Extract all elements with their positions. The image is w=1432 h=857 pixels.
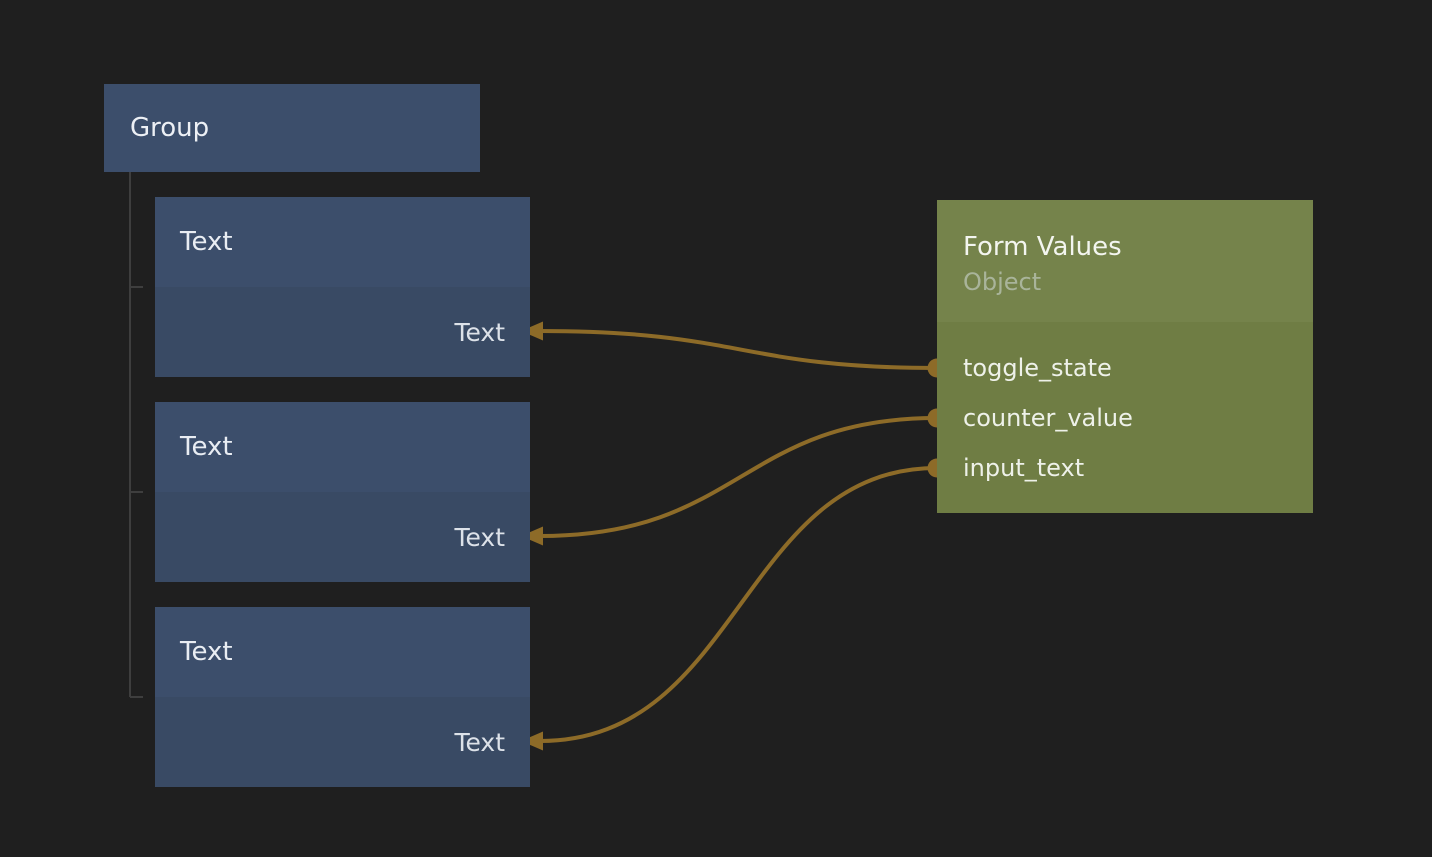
port-label-counter_value: counter_value bbox=[963, 404, 1133, 432]
form-values-title: Form Values bbox=[963, 232, 1122, 262]
text-node-3[interactable]: Text Text bbox=[155, 607, 530, 787]
wire-toggle_state-to-text-node-1[interactable] bbox=[539, 329, 938, 370]
text-node-2-title: Text bbox=[180, 432, 233, 462]
text-node-1[interactable]: Text Text bbox=[155, 197, 530, 377]
port-label-input_text: input_text bbox=[963, 454, 1085, 482]
text-node-1-title: Text bbox=[180, 227, 233, 257]
wire-input_text-to-text-node-3[interactable] bbox=[539, 466, 938, 743]
form-values-subtitle: Object bbox=[963, 268, 1042, 296]
arrowhead-text-node-2-input bbox=[521, 526, 543, 546]
form-values-body: toggle_state counter_value input_text bbox=[937, 322, 1313, 513]
port-row-toggle_state[interactable]: toggle_state bbox=[937, 343, 1313, 393]
form-values-header[interactable]: Form Values Object bbox=[937, 200, 1313, 322]
text-node-1-body: Text bbox=[155, 287, 530, 377]
text-node-1-input-label: Text bbox=[454, 317, 505, 347]
group-node-title: Group bbox=[130, 113, 210, 143]
arrowhead-text-node-3-input bbox=[521, 731, 543, 751]
port-row-input_text[interactable]: input_text bbox=[937, 443, 1313, 493]
text-node-3-header[interactable]: Text bbox=[155, 607, 530, 697]
text-node-2-body: Text bbox=[155, 492, 530, 582]
port-row-counter_value[interactable]: counter_value bbox=[937, 393, 1313, 443]
form-values-node[interactable]: Form Values Object toggle_state counter_… bbox=[937, 200, 1313, 513]
group-node[interactable]: Group bbox=[104, 84, 480, 172]
text-node-3-title: Text bbox=[180, 637, 233, 667]
group-children-tree-link bbox=[129, 172, 143, 698]
text-node-3-input-label: Text bbox=[454, 727, 505, 757]
text-node-2-header[interactable]: Text bbox=[155, 402, 530, 492]
text-node-1-header[interactable]: Text bbox=[155, 197, 530, 287]
arrowhead-text-node-1-input bbox=[521, 321, 543, 341]
text-node-2[interactable]: Text Text bbox=[155, 402, 530, 582]
wire-counter_value-to-text-node-2[interactable] bbox=[539, 416, 938, 538]
text-node-2-input-label: Text bbox=[454, 522, 505, 552]
port-label-toggle_state: toggle_state bbox=[963, 354, 1112, 382]
text-node-3-body: Text bbox=[155, 697, 530, 787]
